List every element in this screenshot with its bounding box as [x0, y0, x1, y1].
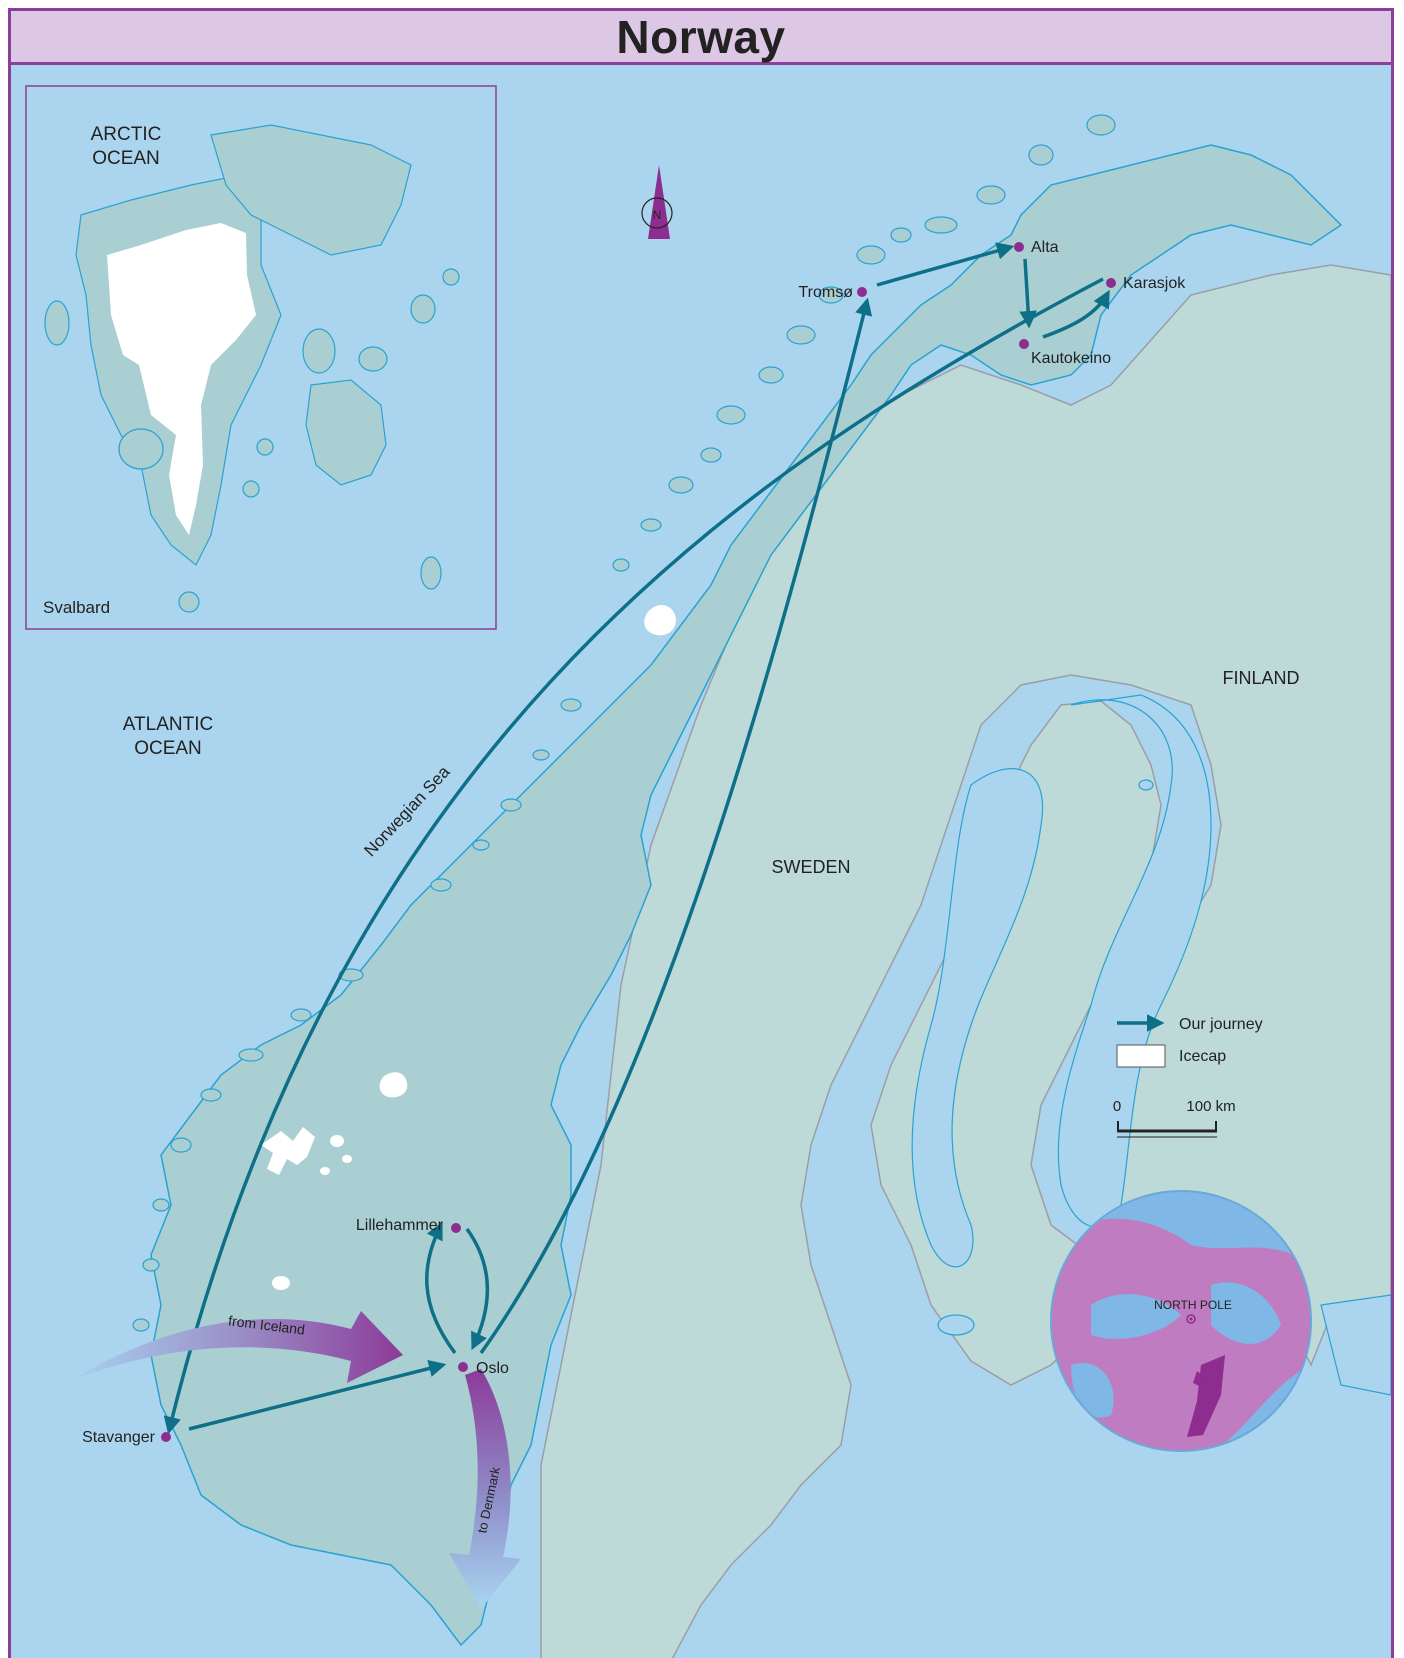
- legend: Our journey Icecap: [1116, 1014, 1263, 1068]
- from-iceland-arrow: [71, 1311, 403, 1383]
- karasjok-marker: [1106, 278, 1116, 288]
- to-denmark-arrow: [449, 1369, 521, 1609]
- legend-journey-label: Our journey: [1179, 1016, 1263, 1033]
- city-markers: [161, 242, 1116, 1442]
- lillehammer-label: Lillehammer: [356, 1217, 444, 1234]
- alta-label: Alta: [1031, 239, 1059, 256]
- route-lillehammer-oslo: [465, 1227, 489, 1351]
- oslo-marker: [458, 1362, 468, 1372]
- coastal-islands: [132, 114, 1116, 1332]
- kautokeino-label: Kautokeino: [1031, 350, 1111, 367]
- map-title: Norway: [616, 10, 786, 63]
- journey-routes: [163, 242, 1110, 1435]
- title-bar: Norway: [11, 11, 1391, 65]
- route-oslo-lillehammer: [425, 1221, 457, 1355]
- route-kautokeino-karasjok: [1042, 289, 1110, 339]
- mainland-icecaps: [261, 604, 676, 1290]
- tromso-label: Tromsø: [798, 284, 853, 301]
- legend-icecap-label: Icecap: [1179, 1048, 1226, 1065]
- route-alta-kautokeino: [1019, 258, 1037, 329]
- atlantic-ocean-label-line2: OCEAN: [134, 738, 202, 759]
- compass-label: N: [653, 208, 662, 222]
- scale-end-label: 100 km: [1186, 1098, 1235, 1115]
- norwegian-sea-label: Norwegian Sea: [360, 762, 454, 860]
- lillehammer-marker: [451, 1223, 461, 1233]
- finland-label: FINLAND: [1222, 668, 1299, 688]
- svalbard-label: Svalbard: [43, 598, 110, 617]
- atlantic-ocean-label-line1: ATLANTIC: [123, 714, 213, 735]
- oslo-label: Oslo: [476, 1360, 509, 1377]
- route-karasjok-stavanger: [163, 277, 1104, 1435]
- arctic-ocean-label-line1: ARCTIC: [91, 124, 162, 145]
- kautokeino-marker: [1019, 339, 1029, 349]
- north-pole-label: NORTH POLE: [1154, 1298, 1232, 1312]
- tromso-marker: [857, 287, 867, 297]
- stavanger-marker: [161, 1432, 171, 1442]
- scale-start-label: 0: [1113, 1098, 1121, 1115]
- svalbard-inset: ARCTIC OCEAN Svalbard: [25, 85, 497, 630]
- scale-bar: 0 100 km: [1113, 1098, 1236, 1138]
- karasjok-label: Karasjok: [1123, 275, 1186, 292]
- locator-globe: NORTH POLE: [1050, 1190, 1312, 1452]
- alta-marker: [1014, 242, 1024, 252]
- route-tromso-alta: [876, 242, 1015, 287]
- north-arrow-icon: N: [641, 165, 673, 239]
- legend-icecap-swatch: [1116, 1044, 1166, 1068]
- route-oslo-tromso: [479, 297, 873, 1355]
- sweden-label: SWEDEN: [771, 857, 850, 877]
- arctic-ocean-label-line2: OCEAN: [92, 148, 160, 169]
- norway-map: ARCTIC OCEAN Svalbard N ATLANTIC OCEAN N…: [25, 85, 1391, 1658]
- map-frame: Norway: [8, 8, 1394, 1658]
- stavanger-label: Stavanger: [82, 1429, 156, 1446]
- route-stavanger-oslo: [188, 1359, 447, 1431]
- lakes: [911, 694, 1391, 1396]
